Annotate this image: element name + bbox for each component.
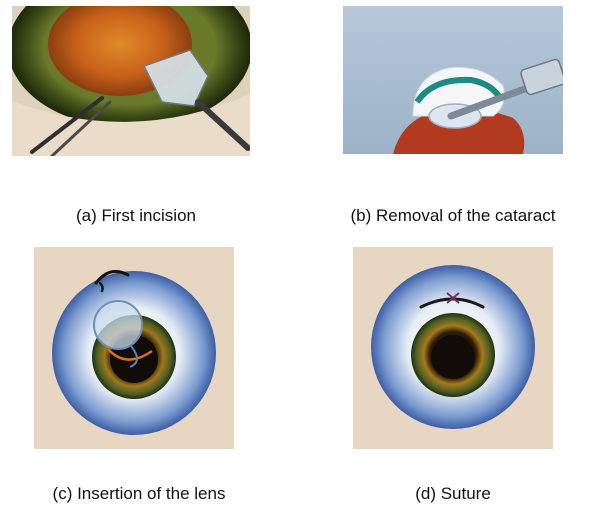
suture-illustration	[353, 247, 553, 449]
caption-first-incision: (a) First incision	[46, 206, 226, 226]
panel-suture	[353, 247, 553, 449]
lens-insertion-illustration	[34, 247, 234, 449]
panel-cataract-removal	[343, 6, 563, 154]
pupil	[431, 335, 475, 379]
first-incision-illustration	[12, 6, 250, 156]
caption-cataract-removal: (b) Removal of the cataract	[322, 206, 584, 226]
cataract-removal-illustration	[343, 6, 563, 154]
panel-first-incision	[12, 6, 250, 156]
caption-lens-insertion: (c) Insertion of the lens	[14, 484, 264, 504]
caption-suture: (d) Suture	[388, 484, 518, 504]
panel-lens-insertion	[34, 247, 234, 449]
